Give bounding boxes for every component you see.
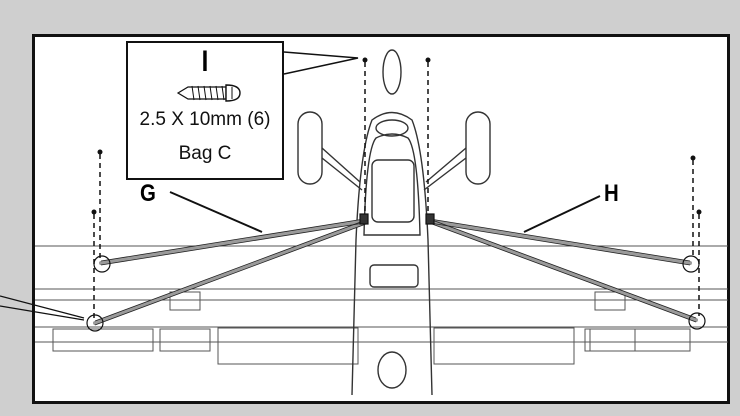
hardware-size: 2.5 X 10mm (6)	[139, 109, 271, 130]
fuselage	[351, 49, 433, 396]
hardware-letter: I	[201, 45, 209, 78]
hardware-bag: Bag C	[178, 143, 232, 164]
screw-placement-lines	[93, 62, 700, 318]
strut-h-lower	[430, 220, 698, 322]
detail-callout-lines	[0, 295, 85, 321]
strut-outlines	[94, 218, 697, 326]
hardware-callout-box: I 2.5 X 10mm (6) Bag C	[126, 41, 284, 180]
label-h-leader	[523, 195, 601, 233]
landing-gear	[297, 111, 491, 191]
screw-heads	[91, 57, 702, 215]
strut-h-upper	[428, 219, 692, 265]
strut-g-lower	[93, 220, 368, 325]
strut-g-upper	[99, 219, 366, 265]
screw-icon	[176, 84, 241, 102]
hardware-callout-pointer	[283, 51, 359, 75]
label-g: G	[140, 180, 156, 207]
label-g-leader	[169, 191, 263, 233]
struts	[93, 219, 698, 325]
strut-fittings	[86, 213, 706, 332]
label-h: H	[604, 180, 619, 207]
